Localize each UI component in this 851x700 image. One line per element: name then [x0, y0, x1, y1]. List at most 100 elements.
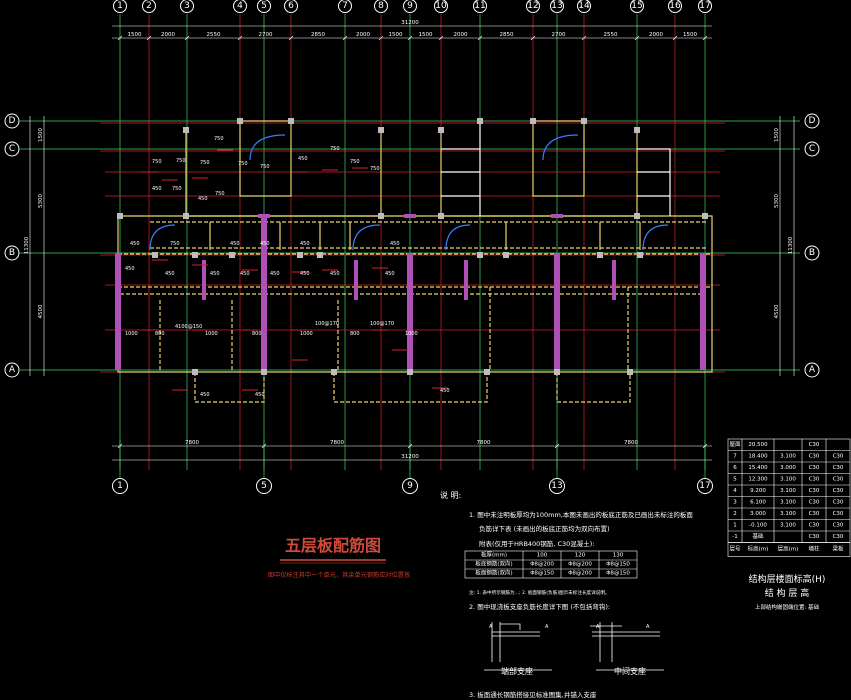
levels-table-cell: C30	[809, 453, 820, 459]
plan-label: 450	[390, 241, 400, 247]
column-small	[183, 127, 189, 133]
wall-outline	[333, 372, 488, 403]
rebar-table-cell: Φ8@200	[530, 562, 554, 568]
wall-outline	[194, 372, 265, 403]
axis-bubble-circle	[526, 0, 540, 13]
levels-table-cell: 3.000	[750, 511, 766, 517]
plan-label: 750	[200, 160, 210, 166]
wall-outline	[532, 120, 585, 197]
dim-tick	[288, 35, 294, 41]
axis-bubble-right: C	[804, 141, 820, 157]
axis-bubble-top: 15	[630, 0, 644, 13]
levels-table-cell: C30	[809, 465, 820, 471]
levels-table-cell: 6.100	[750, 499, 766, 505]
plan-label: 4100@150	[175, 324, 202, 330]
svg-text:A: A	[646, 624, 650, 630]
plan-label: 750	[176, 158, 186, 164]
axis-bubble-circle	[697, 478, 713, 494]
rebar-table-cell: Φ8@200	[568, 562, 592, 568]
column	[554, 253, 560, 370]
axis-bubble-circle	[4, 113, 20, 129]
plan-label: 750	[152, 159, 162, 165]
plan-label: 100@170	[315, 321, 339, 327]
levels-table-cell: 4	[733, 488, 737, 494]
plan-label: 750	[260, 164, 270, 170]
levels-table-cell: 3.100	[780, 499, 796, 505]
axis-bubble-label: 15	[631, 1, 642, 11]
dim-top-value: 2850	[311, 32, 325, 38]
axis-bubble-label: 14	[578, 1, 590, 11]
axis-bubble-label: 13	[551, 481, 562, 491]
column-small	[477, 252, 483, 258]
rebar-table-cell: 120	[575, 553, 586, 559]
plan-label: 450	[260, 241, 270, 247]
dim-right-value: 1500	[774, 128, 780, 142]
axis-bubble-top: 1	[113, 0, 127, 13]
axis-bubble-circle	[403, 0, 417, 13]
plan-label: 1000	[205, 331, 218, 337]
axis-bubble-right: A	[804, 362, 820, 378]
dim-tick	[407, 443, 413, 449]
levels-table-cell: 基础	[752, 532, 764, 540]
axis-bubble-top: 3	[180, 0, 194, 13]
plan-label: 450	[200, 392, 210, 398]
levels-table-cell: C30	[833, 476, 844, 482]
column	[115, 253, 121, 370]
rebar-table-cell: 100	[537, 553, 548, 559]
column-small	[229, 252, 235, 258]
plan-label: 450	[165, 271, 175, 277]
levels-table-cell: 3.000	[780, 465, 796, 471]
rebar-table-cell: Φ8@200	[568, 571, 592, 577]
column-small	[702, 213, 708, 219]
dim-tick	[554, 443, 560, 449]
axis-bubble-left: C	[4, 141, 20, 157]
axis-bubble-label: C	[809, 144, 815, 154]
plan-label: 800	[350, 331, 360, 337]
plan-label: 450	[210, 271, 220, 277]
note-1: 1. 图中未注明板厚均为100mm,本图未画出的板底正筋及已画出未标注的板面	[469, 510, 693, 519]
dim-tick	[477, 35, 483, 41]
axis-bubble-label: 9	[407, 1, 413, 11]
dim-top-value: 2000	[356, 32, 370, 38]
axis-bubble-circle	[577, 0, 591, 13]
axis-bubble-circle	[284, 0, 298, 13]
column	[202, 260, 206, 300]
axis-bubble-label: 5	[261, 481, 267, 491]
column-small	[637, 252, 643, 258]
column	[612, 260, 616, 300]
levels-table-cell: 5	[733, 476, 737, 482]
column-small	[484, 369, 490, 375]
column-small	[477, 118, 483, 124]
axis-bubble-top: 9	[403, 0, 417, 13]
rebar-curve	[249, 134, 286, 161]
levels-table-cell: 3.100	[780, 522, 796, 528]
axis-bubble-top: 2	[142, 0, 156, 13]
axis-bubble-circle	[338, 0, 352, 13]
axis-bubble-label: 4	[237, 1, 243, 11]
levels-caption-3: 上部结构嵌固端位置: 基础	[755, 603, 820, 611]
rebar-table-cell: Φ8@150	[530, 571, 554, 577]
dim-top-value: 2550	[604, 32, 618, 38]
column	[407, 253, 413, 370]
axis-bubble-circle	[257, 0, 271, 13]
wall-outline	[239, 120, 292, 197]
axis-bubble-label: 1	[117, 1, 123, 11]
plan-label: 450	[240, 271, 250, 277]
levels-table-cell: C30	[833, 499, 844, 505]
dim-left-value: 5300	[38, 194, 44, 208]
rebar-table-cell: 板面钢筋(双向)	[475, 569, 512, 577]
dim-tick	[237, 35, 243, 41]
column-small	[331, 369, 337, 375]
note-1d: 注: 1. 表中所示钢筋为...; 2. 板面钢筋(负筋)图示未标注长度详说明。	[469, 589, 610, 596]
plan-label: 750	[350, 159, 360, 165]
levels-table-cell: C30	[833, 488, 844, 494]
column-cap	[258, 214, 270, 218]
axis-bubble-circle	[434, 0, 448, 13]
svg-text:A: A	[545, 624, 549, 630]
levels-table-cell: 20.500	[748, 442, 768, 448]
axis-bubble-top: 17	[698, 0, 712, 13]
axis-bubble-circle	[113, 0, 127, 13]
column-small	[530, 118, 536, 124]
levels-table-header: 标高(m)	[748, 545, 769, 553]
